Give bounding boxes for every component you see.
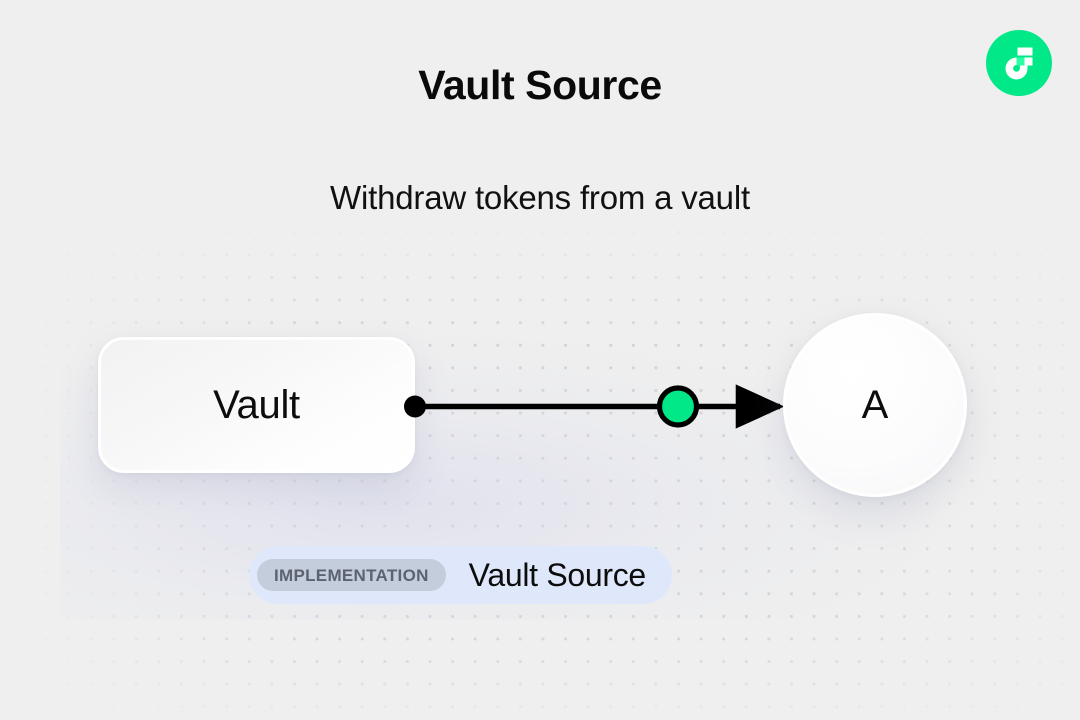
implementation-name: Vault Source — [468, 556, 647, 593]
implementation-badge: IMPLEMENTATION Vault Source — [249, 546, 672, 604]
implementation-chip-label: IMPLEMENTATION — [257, 559, 446, 591]
node-a[interactable]: A — [783, 313, 967, 497]
node-a-label: A — [861, 382, 889, 427]
page-subtitle: Withdraw tokens from a vault — [330, 179, 750, 216]
edge-midpoint-marker[interactable] — [656, 385, 700, 428]
node-vault[interactable]: Vault — [98, 337, 415, 473]
node-vault-label: Vault — [213, 382, 300, 427]
page-title: Vault Source — [418, 62, 662, 108]
flow-logo — [986, 30, 1052, 96]
